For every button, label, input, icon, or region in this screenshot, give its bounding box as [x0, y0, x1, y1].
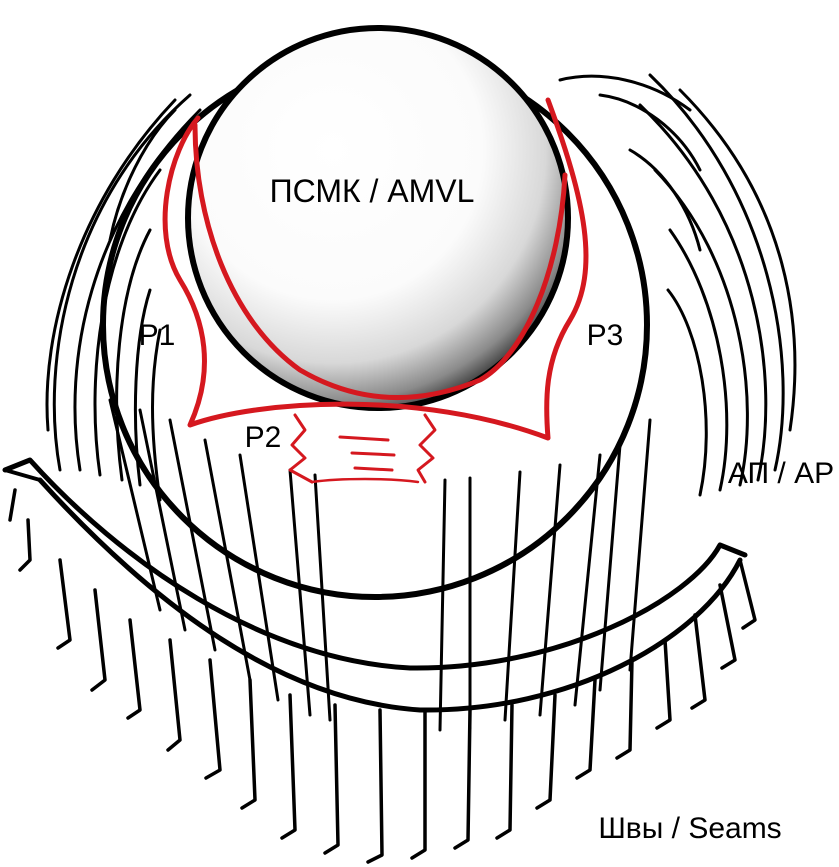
ap-label: АП / AP	[728, 457, 834, 490]
anterior-leaflet-sphere	[185, 25, 571, 411]
posterior-leaflet-outline	[162, 97, 589, 484]
seams-label: Швы / Seams	[598, 812, 781, 845]
p3-label: P3	[587, 319, 624, 352]
sewing-cuff	[2, 457, 748, 713]
p1-label: P1	[139, 319, 176, 352]
seams	[8, 488, 757, 864]
valve-body-strands	[108, 398, 652, 732]
amvl-label: ПСМК / AMVL	[270, 173, 475, 209]
annulus-strands	[45, 73, 797, 502]
p2-label: P2	[245, 421, 282, 454]
